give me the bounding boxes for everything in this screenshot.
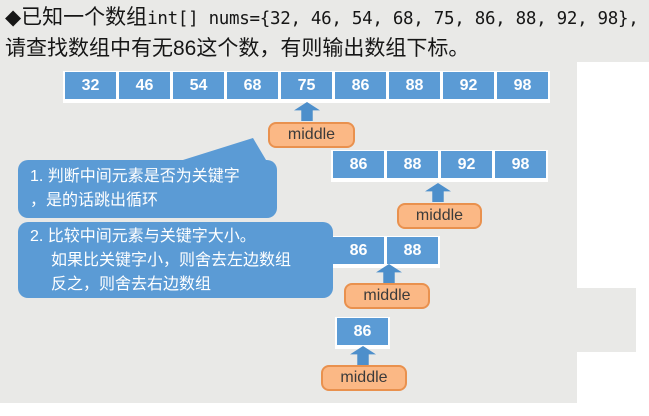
callout-line: ，是的话跳出循环: [30, 192, 159, 209]
middle-label-step2: middle: [397, 203, 482, 229]
middle-label-step1: middle: [268, 122, 355, 148]
problem-statement-line2: 请查找数组中有无86这个数，有则输出数组下标。: [5, 37, 470, 60]
array-cell: 75: [281, 72, 332, 99]
array-cell: 86: [333, 237, 384, 264]
array-cell: 32: [65, 72, 116, 99]
array-cell: 46: [119, 72, 170, 99]
callout-line: 如果比关键字小，则舍去左边数组: [51, 252, 292, 269]
array-row-step2: 86 88 92 98: [331, 150, 548, 182]
array-cell: 88: [389, 72, 440, 99]
array-row-step4: 86: [335, 317, 390, 349]
array-cell: 54: [173, 72, 224, 99]
background-gray-notch: [577, 288, 636, 352]
up-arrow-icon: [294, 102, 320, 121]
array-row-step3: 86 88: [331, 236, 440, 268]
array-cell: 92: [443, 72, 494, 99]
background-white-panel-right: [577, 62, 649, 416]
callout-line: 反之，则舍去右边数组: [51, 276, 212, 293]
array-row-step1: 32 46 54 68 75 86 88 92 98: [63, 71, 550, 103]
problem-statement-line1: ◆已知一个数组int[] nums={32, 46, 54, 68, 75, 8…: [5, 3, 639, 34]
callout-step-2: 2. 比较中间元素与关键字大小。 如果比关键字小，则舍去左边数组 反之，则舍去右…: [18, 222, 333, 298]
up-arrow-icon: [425, 183, 451, 202]
array-cell: 86: [335, 72, 386, 99]
array-cell: 86: [333, 151, 384, 178]
callout-step-1: 1. 判断中间元素是否为关键字 ，是的话跳出循环: [18, 160, 277, 218]
array-cell: 68: [227, 72, 278, 99]
middle-label-step3: middle: [344, 283, 430, 309]
array-cell: 88: [387, 151, 438, 178]
array-cell: 92: [441, 151, 492, 178]
callout-pointer: [167, 138, 269, 165]
array-cell: 88: [387, 237, 438, 264]
problem-statement: ◆已知一个数组int[] nums={32, 46, 54, 68, 75, 8…: [5, 3, 639, 63]
middle-label-step4: middle: [321, 365, 407, 391]
array-cell: 98: [497, 72, 548, 99]
problem-line1-code: int[] nums={32, 46, 54, 68, 75, 86, 88, …: [147, 9, 639, 29]
array-cell: 98: [495, 151, 546, 178]
callout-line: 1. 判断中间元素是否为关键字: [30, 168, 240, 185]
callout-line: 2. 比较中间元素与关键字大小。: [30, 228, 256, 245]
array-cell: 86: [337, 318, 388, 345]
problem-line1-prefix: ◆已知一个数组: [5, 6, 148, 29]
background-white-strip-bottom: [0, 403, 649, 416]
